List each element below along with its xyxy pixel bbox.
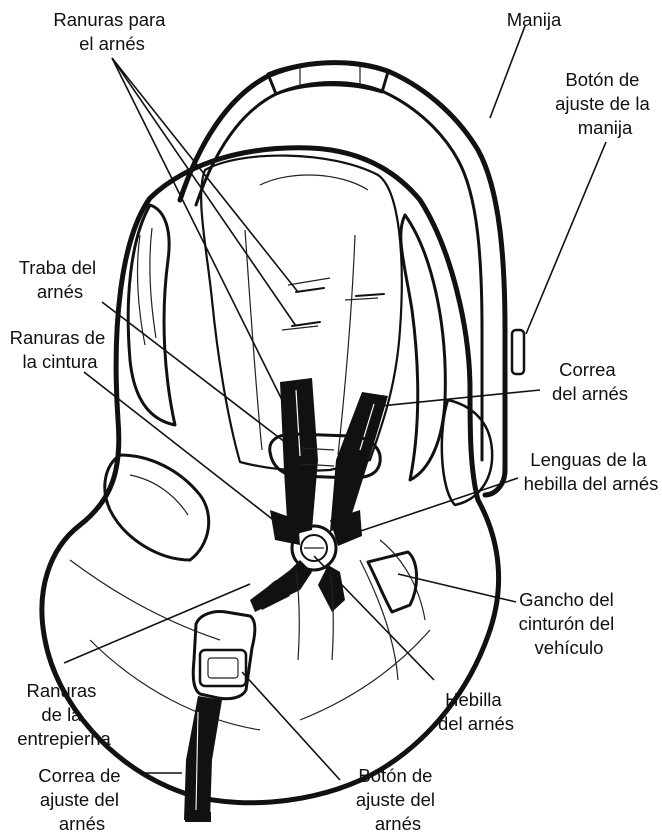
label-handle: Manija <box>507 9 562 30</box>
label-harness-buckle: Hebilla del arnés <box>438 689 514 734</box>
label-harness-strap: Correa del arnés <box>552 359 628 404</box>
label-buckle-tongues: Lenguas de la hebilla del arnés <box>524 449 659 494</box>
handle-grip <box>268 63 388 94</box>
label-vehicle-belt-hook: Gancho del cinturón del vehículo <box>519 589 620 658</box>
leader-lines <box>64 26 606 780</box>
label-handle-adjust-button: Botón de ajuste de la manija <box>555 69 655 138</box>
label-harness-slots: Ranuras para el arnés <box>53 9 170 54</box>
harness-adjust-button-shape <box>200 650 246 686</box>
labels: Ranuras para el arnés Manija Botón de aj… <box>10 9 659 834</box>
handle-adjust-button-shape <box>512 330 524 374</box>
seat-right-wing <box>401 215 446 480</box>
seat-shell <box>42 148 499 803</box>
label-harness-adjust-button: Botón de ajuste del arnés <box>356 765 440 834</box>
vehicle-belt-hook-shape <box>368 552 417 612</box>
label-crotch-slots: Ranuras de la entrepierna <box>17 680 111 749</box>
left-harness-strap <box>280 378 318 536</box>
label-harness-adjust-strap: Correa de ajuste del arnés <box>38 765 125 834</box>
label-harness-retainer: Traba del arnés <box>19 257 102 302</box>
label-waist-slots: Ranuras de la cintura <box>10 327 111 372</box>
